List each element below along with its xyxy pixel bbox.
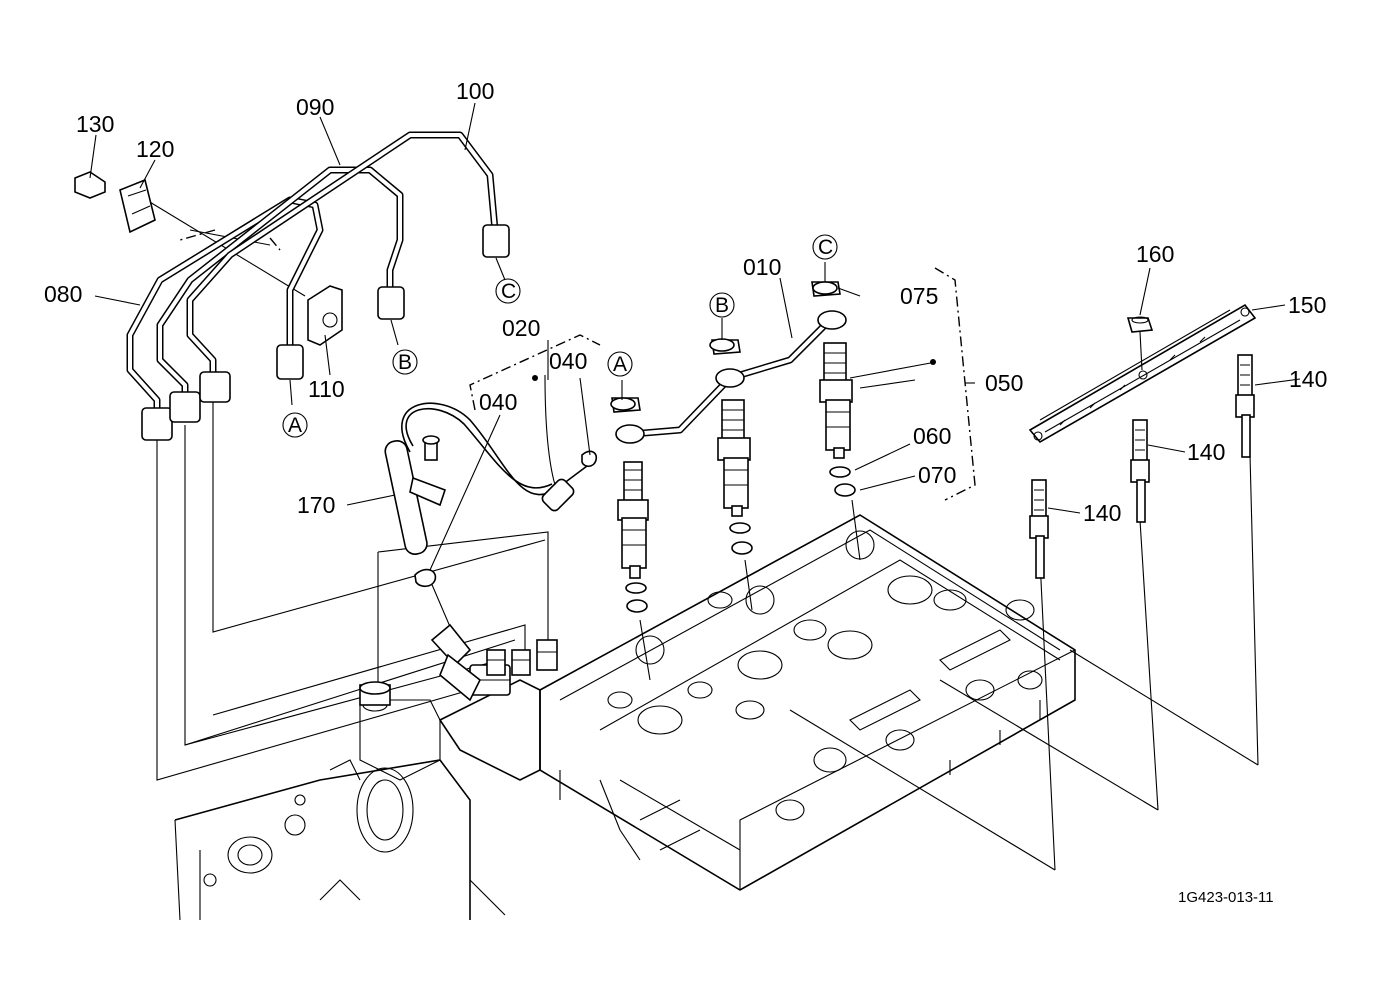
label-060: 060 [913,423,951,449]
pump-delivery-valves [430,623,558,702]
callout-leaders [89,102,1301,571]
cylinder-head-drawing [174,514,1076,921]
label-075: 075 [900,283,938,309]
pipe-clamp-parts [74,171,343,346]
part-labels: 010 020 040 040 050 060 070 075 080 090 … [44,78,1327,526]
pipe-nuts [141,224,510,441]
label-100: 100 [456,78,494,104]
marker-a-upper: A [613,353,627,376]
label-140-b: 140 [1187,439,1225,465]
connection-markers [282,234,838,438]
figure-code: 1G423-013-11 [1178,889,1274,906]
marker-labels: A B C A B C [288,236,833,437]
label-040-b: 040 [479,389,517,415]
marker-b-upper: B [715,294,729,317]
label-120: 120 [136,136,174,162]
marker-b-lower: B [398,351,412,374]
label-040-a: 040 [549,348,587,374]
marker-c-lower: C [501,280,516,303]
label-140-a: 140 [1289,366,1327,392]
label-170: 170 [297,492,335,518]
marker-c-upper: C [818,236,833,259]
label-160: 160 [1136,241,1174,267]
label-070: 070 [918,462,956,488]
label-020: 020 [502,315,540,341]
label-150: 150 [1288,292,1326,318]
glow-plug-parts [1028,303,1257,579]
injection-pipes [126,131,499,424]
nozzle-holders [610,281,856,613]
label-140-c: 140 [1083,500,1121,526]
label-130: 130 [76,111,114,137]
label-090: 090 [296,94,334,120]
leader-lines [129,189,1259,871]
label-050: 050 [985,370,1023,396]
label-110: 110 [308,376,345,402]
assembly-brackets [179,229,976,501]
return-hose-parts [359,402,598,706]
marker-a-lower: A [288,414,302,437]
label-080: 080 [44,281,82,307]
label-010: 010 [743,254,781,280]
